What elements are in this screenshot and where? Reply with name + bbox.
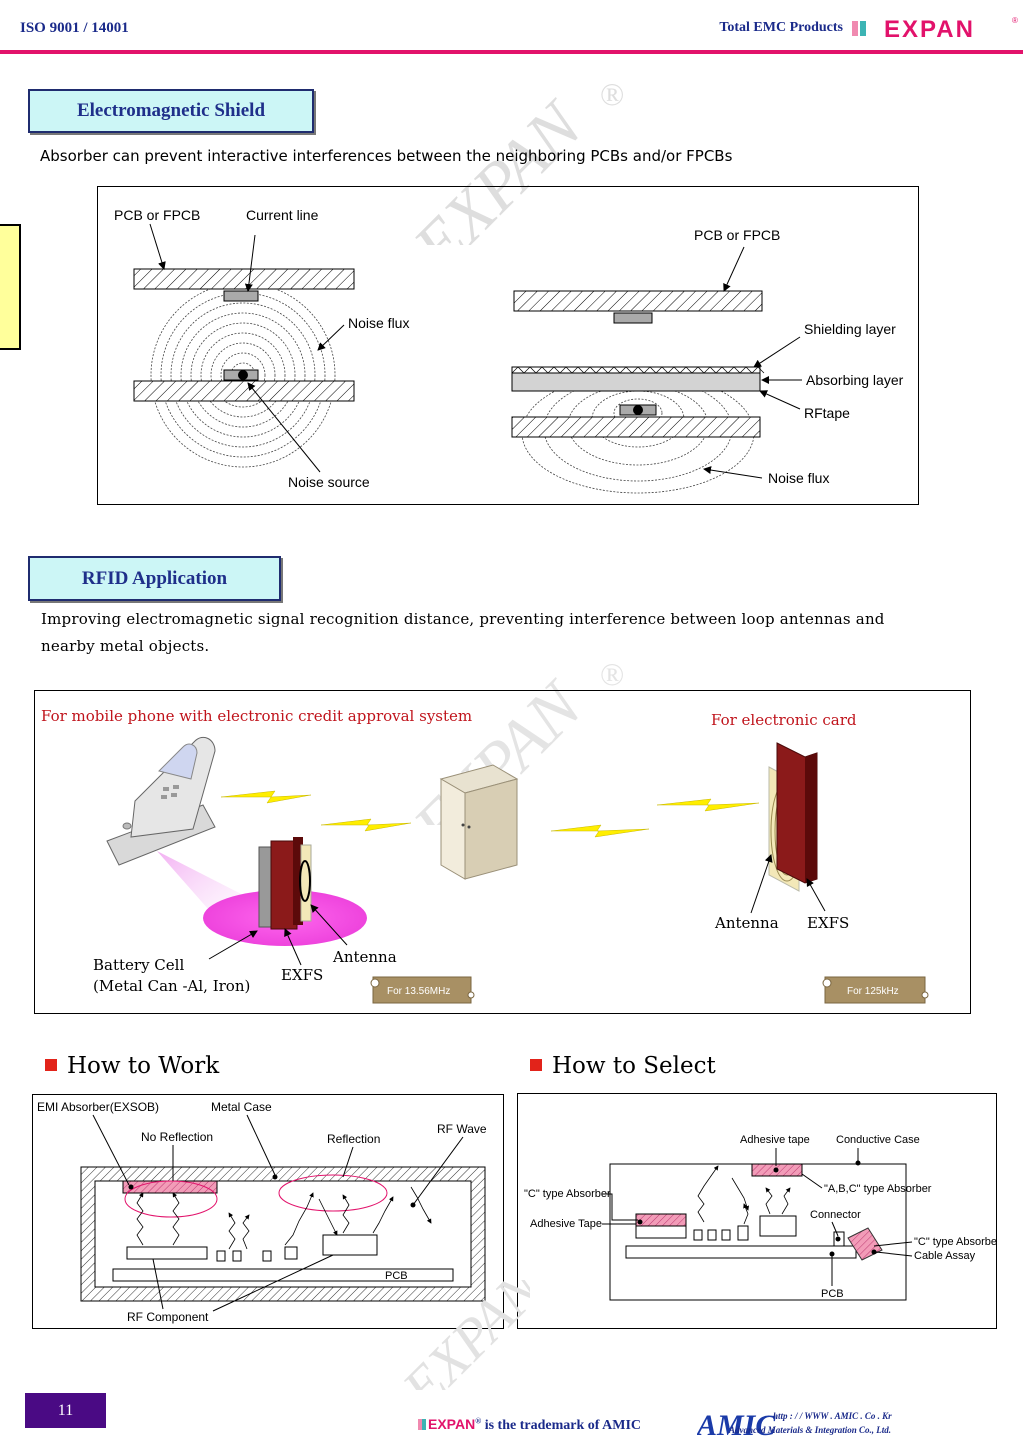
label-noise-flux-right: Noise flux — [768, 470, 829, 486]
label-rftape: RFtape — [804, 405, 850, 421]
tag-13mhz: For 13.56MHz — [370, 976, 475, 1004]
label-abc-type-absorber: "A,B,C" type Absorber — [824, 1183, 932, 1195]
shield-diagram: PCB or FPCB Current line Noise flux Nois… — [97, 186, 919, 505]
how-to-work-diagram: PCB EMI Absorber(EXSOB) Metal Case No Re… — [32, 1094, 504, 1329]
pcb-bottom-right — [511, 416, 761, 438]
section-title-rfid-application: RFID Application — [28, 556, 281, 601]
pcb-board — [112, 1268, 454, 1282]
label-rf-wave: RF Wave — [437, 1122, 487, 1136]
logo-text: EXPAN — [884, 16, 975, 43]
bullet-square-icon — [530, 1059, 542, 1071]
svg-text:®: ® — [600, 76, 624, 112]
c-type-absorber-left-strip — [635, 1213, 687, 1227]
label-antenna-right: Antenna — [714, 914, 779, 932]
signal-bolts — [220, 790, 760, 838]
label-noise-flux-left: Noise flux — [348, 315, 409, 331]
label-battery-cell: Battery Cell — [93, 956, 184, 974]
label-rf-component: RF Component — [127, 1310, 209, 1324]
svg-text:EXPAN: EXPAN — [391, 1280, 530, 1390]
mobile-phone-icon — [106, 736, 216, 866]
caption-mobile-phone: For mobile phone with electronic credit … — [41, 707, 472, 725]
expan-watermark: EXPAN ® — [398, 76, 624, 245]
label-antenna-left: Antenna — [332, 948, 397, 966]
svg-text:For 125kHz: For 125kHz — [847, 986, 899, 997]
page-number: 11 — [25, 1393, 106, 1428]
label-current-line: Current line — [246, 207, 319, 223]
tag-125khz: For 125kHz — [822, 976, 929, 1004]
rfid-application-diagram: For mobile phone with electronic credit … — [34, 690, 971, 1014]
server-icon — [439, 764, 519, 880]
electronic-card-icon — [768, 742, 818, 892]
battery-exfs-antenna-stack — [258, 837, 312, 930]
svg-text:®: ® — [600, 656, 624, 692]
how-to-work-heading: How to Work — [45, 1053, 219, 1079]
pcb-top-right — [513, 290, 763, 312]
label-pcb-or-fpcb-left: PCB or FPCB — [114, 207, 200, 223]
label-c-type-absorber-left: "C" type Absorber — [524, 1188, 611, 1200]
amic-logo: AMIC http : / / WWW . AMIC . Co . Kr Adv… — [697, 1409, 892, 1439]
label-adhesive-tape-left: Adhesive Tape — [530, 1218, 602, 1230]
trademark-notice: EXPAN® is the trademark of AMIC — [418, 1416, 641, 1434]
label-conductive-case: Conductive Case — [836, 1134, 920, 1146]
label-pcb-or-fpcb-right: PCB or FPCB — [694, 227, 780, 243]
svg-text:®: ® — [1012, 16, 1018, 25]
label-battery-metal: (Metal Can -Al, Iron) — [93, 977, 250, 995]
how-to-select-heading: How to Select — [530, 1053, 716, 1079]
bullet-square-icon — [45, 1059, 57, 1071]
section2-description: Improving electromagnetic signal recogni… — [41, 610, 885, 655]
label-connector: Connector — [810, 1209, 861, 1221]
side-tab-marker — [0, 224, 21, 350]
how-to-select-diagram: Adhesive tape Conductive Case "C" type A… — [517, 1093, 997, 1329]
section-title-electromagnetic-shield: Electromagnetic Shield — [28, 89, 314, 133]
label-metal-case: Metal Case — [211, 1100, 272, 1114]
label-emi-absorber: EMI Absorber(EXSOB) — [37, 1100, 159, 1114]
expan-watermark: EXPAN — [391, 1280, 530, 1390]
svg-text:For 13.56MHz: For 13.56MHz — [387, 986, 450, 997]
header-divider — [0, 50, 1023, 54]
label-noise-source: Noise source — [288, 474, 370, 490]
pcb-top-left — [133, 268, 355, 290]
iso-certification-label: ISO 9001 / 14001 — [20, 20, 129, 36]
label-absorbing-layer: Absorbing layer — [806, 372, 904, 388]
header-tagline: Total EMC Products — [719, 20, 843, 35]
label-adhesive-tape-top: Adhesive tape — [740, 1134, 810, 1146]
label-reflection: Reflection — [327, 1132, 380, 1146]
label-exfs-right: EXFS — [807, 914, 849, 932]
svg-text:PCB: PCB — [385, 1270, 408, 1282]
absorbing-layer-shape — [511, 372, 761, 392]
svg-text:http : / / WWW . AMIC . Co . K: http : / / WWW . AMIC . Co . Kr — [773, 1411, 892, 1421]
pcb-bottom-left — [133, 380, 355, 402]
caption-electronic-card: For electronic card — [711, 711, 857, 729]
svg-text:Advanced Materials & Integrati: Advanced Materials & Integration Co., Lt… — [728, 1425, 891, 1435]
expan-logo: EXPAN ® — [852, 16, 1018, 43]
label-select-pcb: PCB — [821, 1288, 844, 1300]
label-shielding-layer: Shielding layer — [804, 321, 896, 337]
current-line-trace — [223, 290, 259, 302]
section1-description: Absorber can prevent interactive interfe… — [40, 147, 733, 165]
svg-text:AMIC: AMIC — [697, 1409, 776, 1439]
select-pcb-board — [625, 1245, 857, 1259]
label-c-type-absorber-right: "C" type Absorber — [914, 1236, 997, 1248]
noise-flux-rings-left — [150, 282, 336, 468]
label-cable-assay: Cable Assay — [914, 1250, 976, 1262]
label-exfs-left: EXFS — [281, 966, 323, 984]
label-no-reflection: No Reflection — [141, 1130, 213, 1144]
